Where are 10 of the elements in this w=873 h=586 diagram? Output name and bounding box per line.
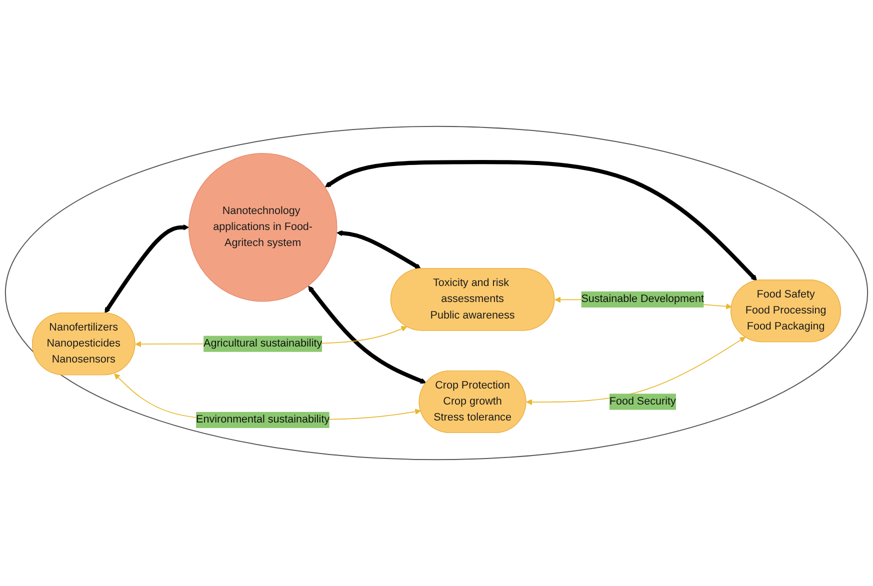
node-circle: Nanotechnology applications in Food-Agritech system — [188, 152, 338, 302]
edge-label: Agricultural sustainability — [204, 338, 322, 350]
edge-label: Environmental sustainability — [196, 414, 330, 426]
arrow — [336, 230, 422, 270]
arrow — [104, 224, 190, 314]
arrow — [526, 336, 746, 405]
edge-label: Food Security — [609, 396, 676, 408]
edge-label: Sustainable Development — [581, 293, 704, 305]
arrow — [308, 286, 426, 384]
arrow — [324, 160, 758, 281]
